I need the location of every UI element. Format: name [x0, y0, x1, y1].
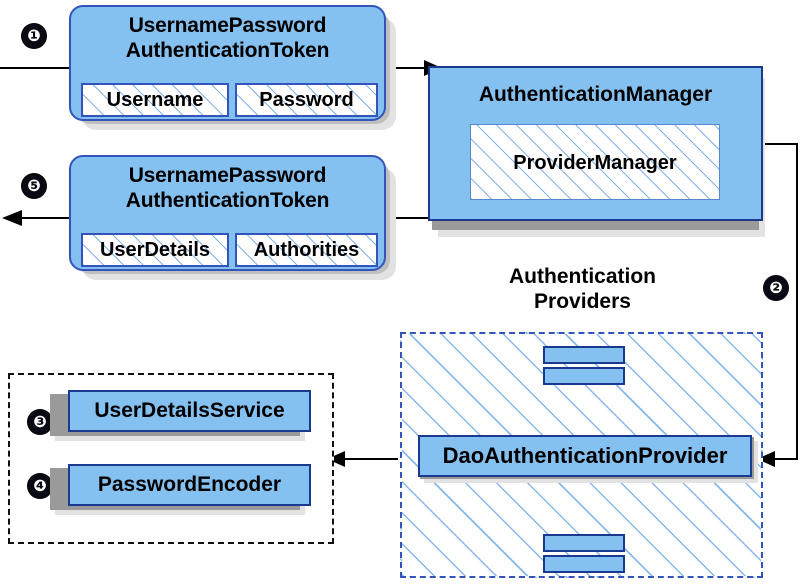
- providers-title-line1: Authentication: [509, 265, 656, 288]
- line-manager-to-provider: [763, 143, 798, 460]
- user-details-service-label: UserDetailsService: [94, 399, 285, 422]
- dao-authentication-provider-card[interactable]: DaoAuthenticationProvider: [418, 435, 752, 477]
- step-badge-2: ❷: [764, 276, 788, 300]
- providers-title-line2: Providers: [534, 290, 631, 313]
- dao-authentication-provider-label: DaoAuthenticationProvider: [442, 443, 728, 468]
- step-badge-3: ❸: [28, 410, 52, 434]
- provider-manager-inner-box[interactable]: ProviderManager: [470, 124, 720, 200]
- other-provider-bar-top-1[interactable]: [543, 346, 625, 364]
- password-encoder-card[interactable]: PasswordEncoder: [68, 464, 311, 506]
- response-token-slot-authorities[interactable]: Authorities: [235, 233, 378, 267]
- request-token-title-line2: AuthenticationToken: [125, 39, 330, 62]
- response-token-title-line2: AuthenticationToken: [125, 189, 330, 212]
- password-encoder-label: PasswordEncoder: [97, 473, 282, 496]
- request-token-slot-password[interactable]: Password: [235, 83, 378, 117]
- response-token-slot-userdetails[interactable]: UserDetails: [81, 233, 229, 267]
- step-badge-4: ❹: [28, 474, 52, 498]
- auth-manager-card[interactable]: AuthenticationManager ProviderManager: [428, 66, 763, 221]
- user-details-service-card[interactable]: UserDetailsService: [68, 390, 311, 432]
- request-token-title-line1: UsernamePassword: [128, 14, 327, 37]
- other-provider-bar-bottom-1[interactable]: [543, 534, 625, 552]
- auth-manager-title: AuthenticationManager: [478, 83, 713, 106]
- provider-manager-label: ProviderManager: [513, 152, 677, 174]
- response-token-title-line1: UsernamePassword: [128, 164, 327, 187]
- request-token-slot-username[interactable]: Username: [81, 83, 229, 117]
- response-token-card[interactable]: UsernamePassword AuthenticationToken Use…: [69, 155, 386, 271]
- other-provider-bar-top-2[interactable]: [543, 367, 625, 385]
- request-token-card[interactable]: UsernamePassword AuthenticationToken Use…: [69, 5, 386, 121]
- arrowhead-response-out: [2, 210, 22, 226]
- step-badge-5: ❺: [22, 174, 46, 198]
- step-badge-1: ❶: [22, 24, 46, 48]
- other-provider-bar-bottom-2[interactable]: [543, 555, 625, 573]
